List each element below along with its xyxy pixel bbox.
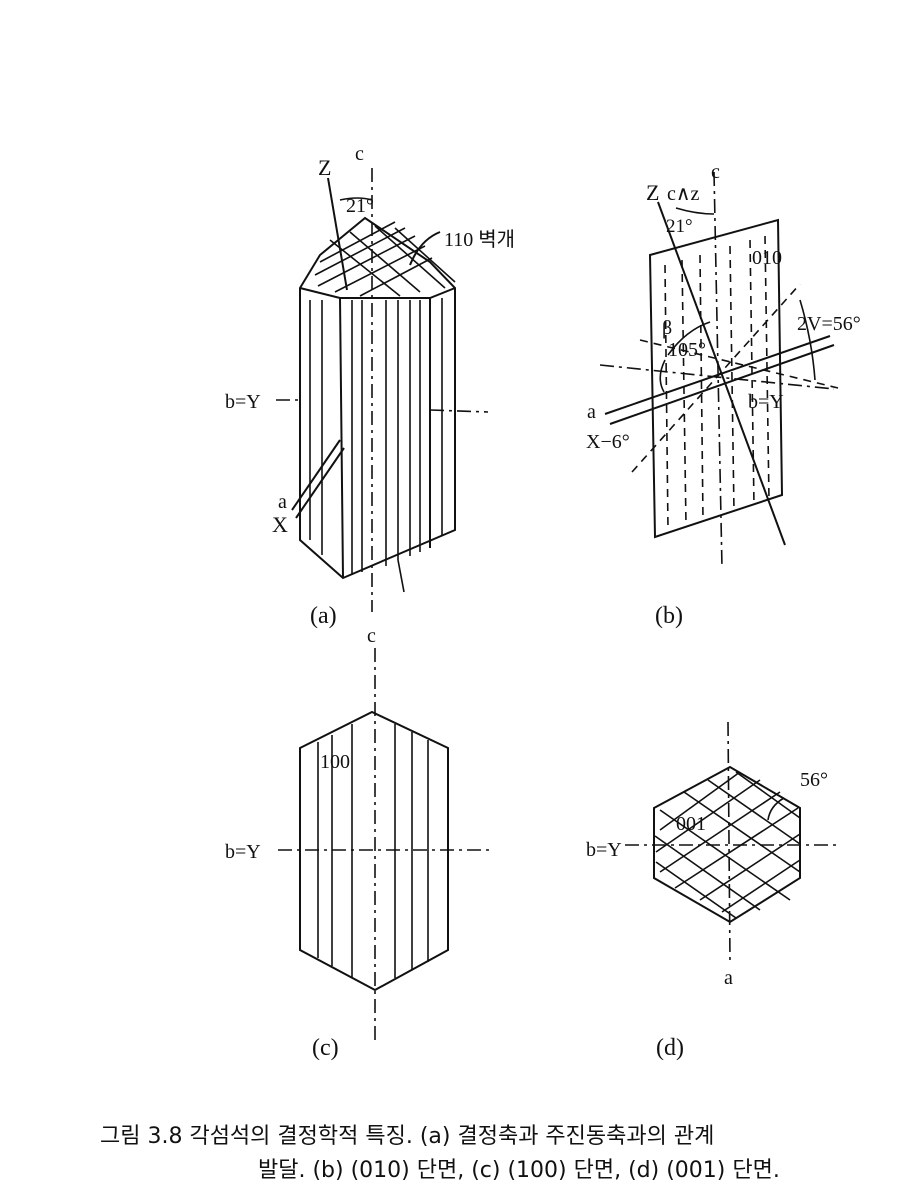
c-label-c: c: [367, 625, 376, 647]
section-100-outline: [299, 710, 449, 992]
a-label-b: b=Y: [225, 391, 261, 413]
cleavage-leader: [409, 231, 441, 266]
b-angle-arc-105: [667, 321, 711, 356]
d-panel-label: (d): [656, 1035, 684, 1061]
panel-d: 56° 001 b=Y a (d): [586, 721, 836, 1061]
b-label-z: Z: [646, 180, 659, 205]
b-angle-arc-left: [659, 359, 666, 393]
b-optic-axis-1: [631, 283, 801, 473]
a-axis-line: [291, 439, 341, 511]
panel-b: c Z c∧z 21° 010 β 105° 2V=56° a b=Y X−6°…: [586, 161, 861, 629]
section-001-outline: [653, 765, 801, 924]
b-panel-label: (b): [655, 603, 683, 629]
prism-top-edge: [299, 287, 456, 299]
z-axis-line: [327, 177, 348, 291]
prism-outline: [299, 216, 456, 580]
b-label-b: b=Y: [748, 391, 784, 413]
b-x-axis: [609, 344, 835, 425]
caption-line-2: 발달. (b) (010) 단면, (c) (100) 단면, (d) (001…: [258, 1158, 780, 1183]
b-angle-arc-2v: [799, 299, 816, 381]
a-label-c: c: [355, 143, 364, 165]
b-label-c: c: [711, 161, 720, 183]
b-label-beta: β: [662, 317, 672, 339]
b-a-axis: [604, 335, 831, 415]
angle-arc: [339, 197, 373, 201]
a-label-cleavage: 110 벽개: [444, 228, 515, 251]
d-label-b: b=Y: [586, 839, 622, 861]
section-010-traces: [664, 235, 770, 531]
a-label-angle: 21°: [346, 195, 374, 217]
d-a-axis: [727, 721, 731, 963]
d-label-a: a: [724, 967, 733, 989]
d-angle-arc: [767, 797, 785, 821]
a-panel-label: (a): [310, 603, 337, 629]
x-axis-line: [295, 447, 345, 519]
c-label-face: 100: [320, 751, 350, 773]
d-label-face: 001: [676, 813, 706, 835]
b-axis-right: [429, 409, 489, 413]
top-face-hatching: [314, 221, 456, 297]
section-010-outline: [648, 218, 784, 539]
b-label-angle: 21°: [666, 216, 693, 237]
b-angle-arc-21: [675, 207, 715, 215]
d-label-angle: 56°: [800, 769, 828, 791]
prism-cleavage-lines: [309, 298, 443, 575]
c-label-b: b=Y: [225, 841, 261, 863]
b-label-2v: 2V=56°: [797, 313, 861, 335]
b-label-x: X−6°: [586, 431, 630, 453]
prism-front-edge: [339, 297, 344, 579]
caption-line-1: 그림 3.8 각섬석의 결정학적 특징. (a) 결정축과 주진동축과의 관계: [100, 1124, 715, 1149]
a-label-z: Z: [318, 155, 331, 180]
c-panel-label: (c): [312, 1035, 339, 1061]
bottom-extension: [397, 559, 405, 593]
b-label-a: a: [587, 401, 596, 423]
panel-c: c 100 b=Y (c): [225, 625, 490, 1061]
b-c-axis: [713, 171, 723, 569]
b-label-beta-angle: 105°: [668, 339, 706, 361]
panel-a: c Z 21° 110 벽개 b=Y a X (a): [225, 143, 515, 629]
section-001-hatching: [654, 771, 801, 919]
a-label-x: X: [272, 512, 288, 537]
b-label-cz: c∧z: [667, 183, 700, 205]
b-label-face: 010: [752, 247, 782, 269]
a-label-a: a: [278, 491, 287, 513]
figure-caption: 그림 3.8 각섬석의 결정학적 특징. (a) 결정축과 주진동축과의 관계 …: [100, 1120, 890, 1188]
